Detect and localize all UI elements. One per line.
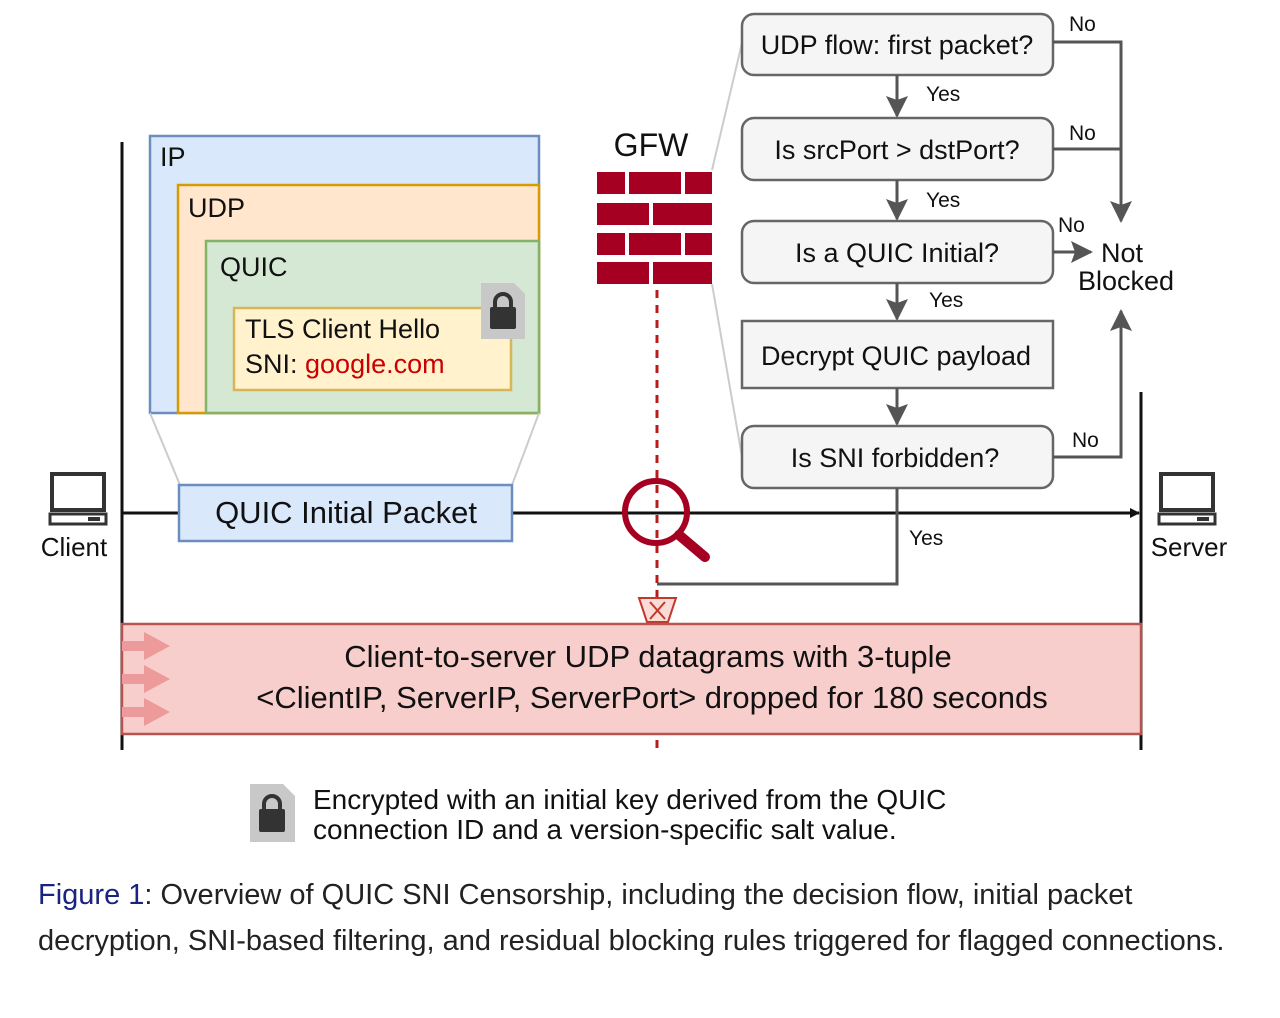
yes-label-1: Yes: [926, 83, 960, 106]
incoming-arrows-icon: [122, 632, 170, 726]
server-computer-icon: [1157, 472, 1217, 526]
magnifier-icon: [622, 478, 710, 562]
client-label: Client: [41, 532, 108, 562]
blocking-line-2: <ClientIP, ServerIP, ServerPort> dropped…: [256, 680, 1048, 715]
yes-label-2: Yes: [926, 189, 960, 212]
client-computer-icon: [48, 472, 108, 526]
udp-layer-label: UDP: [188, 193, 245, 223]
figure-caption: Figure 1: Overview of QUIC SNI Censorshi…: [38, 872, 1238, 964]
gfw-label: GFW: [614, 127, 689, 163]
legend-lock-icon: [250, 784, 295, 842]
sni-yes-connector: [657, 488, 899, 586]
trigger-funnel-icon: [637, 597, 678, 623]
tls-client-hello-box: [232, 306, 513, 392]
server-label: Server: [1151, 532, 1228, 562]
no-label-3: No: [1058, 214, 1085, 237]
flow-step-port-check-label: Is srcPort > dstPort?: [774, 135, 1019, 165]
no-arrow-4: [1053, 309, 1132, 459]
quic-layer-label: QUIC: [220, 252, 288, 282]
flow-zoom-line-top: [711, 42, 743, 171]
ip-layer-label: IP: [160, 142, 186, 172]
residual-blocking-box: [120, 622, 1143, 736]
zoom-line-right: [511, 412, 540, 486]
flow-zoom-line-bottom: [711, 283, 743, 458]
tls-client-hello-label: TLS Client Hello: [245, 314, 440, 344]
sni-line: SNI: google.com: [245, 349, 445, 379]
yes-label-3: Yes: [929, 289, 963, 312]
figure-number: Figure 1: [38, 879, 145, 911]
flow-step-decrypt: [740, 319, 1055, 390]
not-blocked-line-1: Not: [1101, 238, 1144, 268]
caption-text: : Overview of QUIC SNI Censorship, inclu…: [38, 879, 1225, 957]
firewall-icon: [597, 172, 712, 284]
no-label-1: No: [1069, 13, 1096, 36]
blocking-line-1: Client-to-server UDP datagrams with 3-tu…: [344, 639, 952, 674]
flow-step-first-packet-label: UDP flow: first packet?: [761, 30, 1034, 60]
zoom-line-left: [149, 412, 181, 486]
lock-icon: [481, 283, 525, 339]
no-label-4: No: [1072, 429, 1099, 452]
quic-initial-packet-label: QUIC Initial Packet: [215, 495, 477, 530]
quic-initial-packet-box: [177, 483, 514, 543]
no-label-2: No: [1069, 122, 1096, 145]
sni-yes-label: Yes: [909, 527, 943, 550]
legend-line-2: connection ID and a version-specific sal…: [313, 814, 897, 845]
legend-line-1: Encrypted with an initial key derived fr…: [313, 784, 946, 815]
no-arrow-1: [1053, 40, 1132, 223]
sni-value: google.com: [305, 349, 445, 379]
quic-censorship-diagram: IP UDP QUIC TLS Client Hello SNI: google…: [41, 12, 1228, 845]
flow-step-sni-forbidden-label: Is SNI forbidden?: [791, 443, 1000, 473]
flow-step-quic-initial-label: Is a QUIC Initial?: [795, 238, 999, 268]
flow-step-decrypt-label: Decrypt QUIC payload: [761, 341, 1031, 371]
sni-label: SNI:: [245, 349, 305, 379]
not-blocked-line-2: Blocked: [1078, 266, 1174, 296]
